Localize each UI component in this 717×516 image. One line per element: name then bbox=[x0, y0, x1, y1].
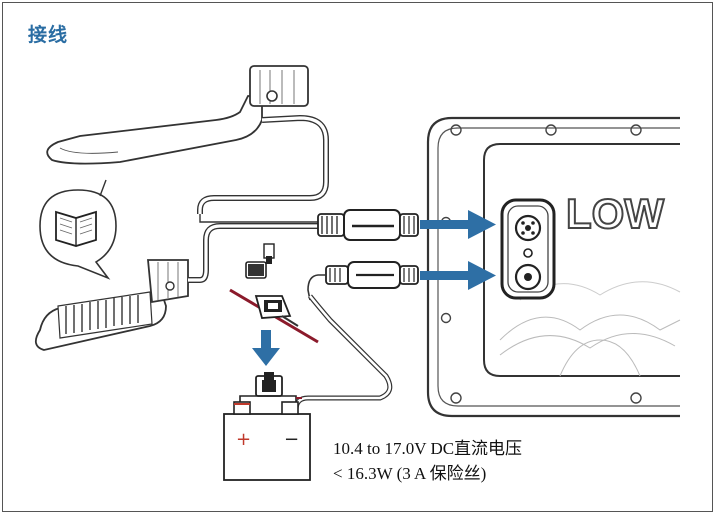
transducer-icon bbox=[34, 214, 322, 351]
fuse-icon bbox=[239, 372, 302, 402]
arrow-icon bbox=[252, 330, 280, 366]
power-spec-voltage: 10.4 to 17.0V DC直流电压 bbox=[333, 439, 523, 458]
battery-negative-label: − bbox=[284, 429, 299, 450]
display-logo: LOW bbox=[566, 190, 664, 237]
power-spec-wattage: < 16.3W (3 A 保险丝) bbox=[333, 464, 487, 483]
page-title: 接线 bbox=[28, 24, 69, 46]
battery-icon: + − bbox=[223, 401, 311, 481]
connector-icon bbox=[317, 209, 419, 241]
transducer-icon bbox=[46, 65, 329, 214]
arrow-icon bbox=[420, 210, 496, 239]
fuse-icon bbox=[229, 243, 319, 344]
connector-icon bbox=[307, 261, 419, 301]
display-unit-icon: LOW bbox=[426, 116, 681, 418]
manual-icon bbox=[39, 179, 117, 280]
arrow-icon bbox=[420, 261, 496, 290]
battery-positive-label: + bbox=[236, 429, 251, 450]
